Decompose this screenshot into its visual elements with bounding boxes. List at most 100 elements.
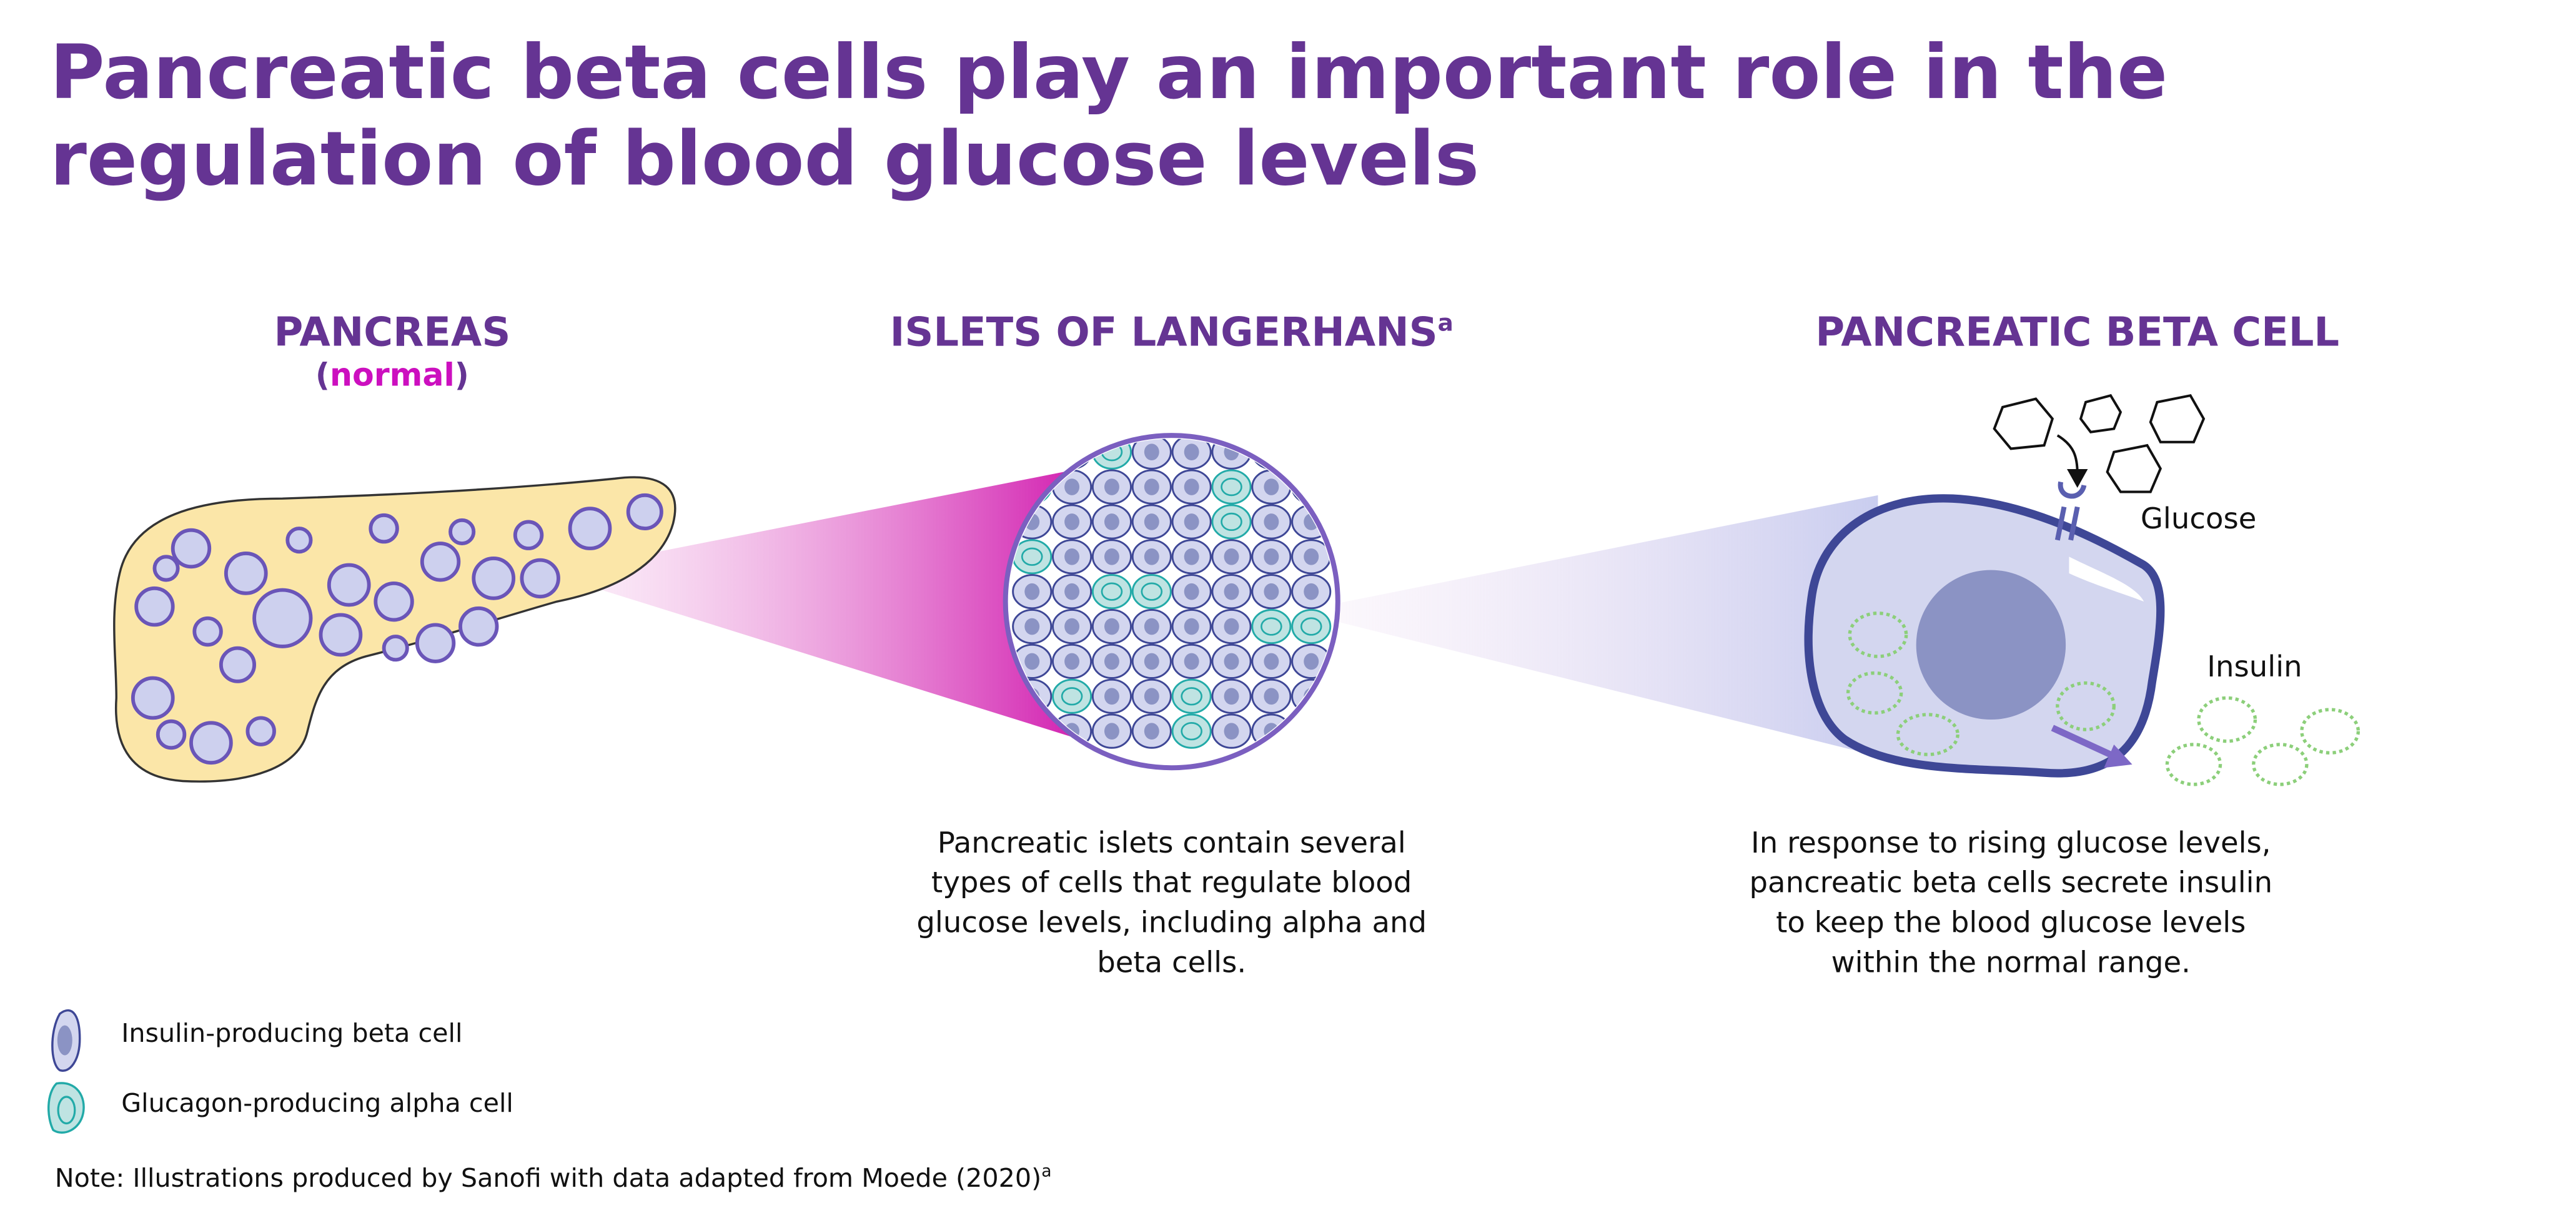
insulin-arrow-icon [2051, 725, 2133, 768]
pancreatic-islet [252, 588, 313, 648]
pancreatic-islet [192, 616, 223, 647]
pancreatic-islet [224, 552, 268, 595]
beta-cell-nucleus [1104, 513, 1119, 530]
legend-beta-cell: Insulin-producing beta cell [121, 1018, 463, 1049]
beta-cell-nucleus [1024, 583, 1040, 600]
pancreas-heading-text: PANCREAS [274, 309, 511, 356]
beta-cell [1251, 438, 1292, 470]
beta-cell-nucleus [1304, 653, 1319, 670]
legend-alpha-cell: Glucagon-producing alpha cell [121, 1088, 513, 1119]
beta-cell-nucleus [1144, 478, 1159, 495]
pancreatic-islet [448, 518, 476, 545]
alpha-cell-nucleus [1261, 617, 1282, 636]
beta-cell-nucleus [1104, 688, 1119, 705]
beta-cell-icon [51, 1009, 81, 1072]
pancreatic-islet [568, 507, 612, 550]
pancreatic-islet [156, 719, 187, 750]
beta-cell-nucleus [1144, 618, 1159, 635]
alpha-cell-nucleus [1021, 547, 1043, 566]
beta-cell-nucleus [1304, 548, 1319, 565]
alpha-cell [1171, 713, 1212, 749]
beta-cell-nucleus [1184, 548, 1199, 565]
glucose-label: Glucose [2140, 503, 2257, 537]
beta-cell [1291, 713, 1332, 749]
alpha-cell [1291, 608, 1332, 645]
beta-cell-nucleus [1144, 513, 1159, 530]
beta-cell-nucleus [1264, 688, 1279, 705]
pancreatic-islet [171, 528, 212, 569]
beta-cell-nucleus [1144, 723, 1159, 740]
beta-cell-nucleus [1064, 513, 1080, 530]
beta-cell-nucleus [1224, 723, 1239, 740]
beta-cell-nucleus [1144, 688, 1159, 705]
alpha-cell-icon [47, 1082, 85, 1134]
alpha-cell [1211, 469, 1252, 505]
pancreatic-islet [285, 527, 313, 554]
pancreatic-islet [327, 563, 371, 607]
glucose-molecules [1993, 394, 2206, 493]
page-title: Pancreatic beta cells play an important … [49, 28, 2168, 203]
pancreatic-islet [513, 520, 544, 550]
pancreatic-islet [415, 623, 456, 663]
footnote-marker: a [1437, 310, 1454, 338]
source-note: Note: Illustrations produced by Sanofi w… [55, 1163, 1052, 1193]
paren-close: ) [454, 357, 469, 394]
beta-cell-nucleus [1104, 478, 1119, 495]
note-text: Note: Illustrations produced by Sanofi w… [54, 1163, 1042, 1194]
beta-cell-nucleus [1104, 618, 1119, 635]
islets-heading-text: ISLETS OF LANGERHANS [889, 309, 1438, 356]
pancreatic-islet [134, 586, 175, 627]
beta-cell-illustration [1804, 394, 2361, 786]
pancreatic-islet [472, 557, 516, 600]
beta-cell-nucleus [1224, 618, 1239, 635]
beta-cell-nucleus [1184, 618, 1199, 635]
beta-cell-nucleus [1184, 653, 1199, 670]
beta-cell-nucleus [1304, 583, 1319, 600]
alpha-cell [1091, 574, 1132, 610]
pancreatic-islet [152, 555, 180, 582]
alpha-cell [1171, 678, 1212, 714]
beta-cell-nucleus [1264, 513, 1279, 530]
beta-cell-nucleus [1104, 548, 1119, 565]
pancreatic-islet [520, 558, 560, 599]
nucleus [1916, 570, 2066, 720]
beta-cell-nucleus [1184, 443, 1199, 460]
pancreas-zoom-cone [548, 468, 1081, 740]
glucose-receptor [2054, 481, 2087, 541]
beta-cell-nucleus [1224, 688, 1239, 705]
beta-cell-nucleus [1264, 583, 1279, 600]
beta-cell-nucleus [1064, 443, 1080, 460]
islet-zoom-cone [1296, 495, 1878, 756]
beta-cell-nucleus [1184, 513, 1199, 530]
beta-cell-nucleus [1144, 548, 1159, 565]
beta-cell-nucleus [1064, 478, 1080, 495]
pancreatic-islet [319, 613, 363, 657]
pancreatic-islet [245, 716, 276, 746]
pancreatic-islet [382, 635, 409, 662]
pancreatic-islet [131, 676, 175, 720]
beta-cell [1052, 438, 1092, 470]
beta-cell-nucleus [1184, 478, 1199, 495]
islets-description: Pancreatic islets contain several types … [916, 827, 1427, 981]
beta-cell-nucleus [1104, 723, 1119, 740]
pancreatic-islet [219, 646, 256, 683]
paren-open: ( [315, 357, 330, 394]
alpha-cell [1211, 504, 1252, 540]
beta-cell-nucleus [1104, 653, 1119, 670]
beta-cell-nucleus [1264, 653, 1279, 670]
insulin-label: Insulin [2207, 651, 2302, 685]
islets-heading: ISLETS OF LANGERHANSa [756, 309, 1587, 355]
pancreatic-islet [369, 513, 399, 544]
beta-cell-nucleus [1224, 548, 1239, 565]
alpha-cell [1131, 574, 1172, 610]
beta-cell-nucleus [1064, 653, 1080, 670]
beta-cell-nucleus [1224, 653, 1239, 670]
pancreas-state-value: normal [330, 357, 455, 394]
beta-cell-nucleus [1064, 618, 1080, 635]
beta-cell-nucleus [1264, 478, 1279, 495]
beta-cell-nucleus [1184, 583, 1199, 600]
pancreatic-islet [626, 493, 663, 530]
beta-cell-nucleus [1264, 548, 1279, 565]
